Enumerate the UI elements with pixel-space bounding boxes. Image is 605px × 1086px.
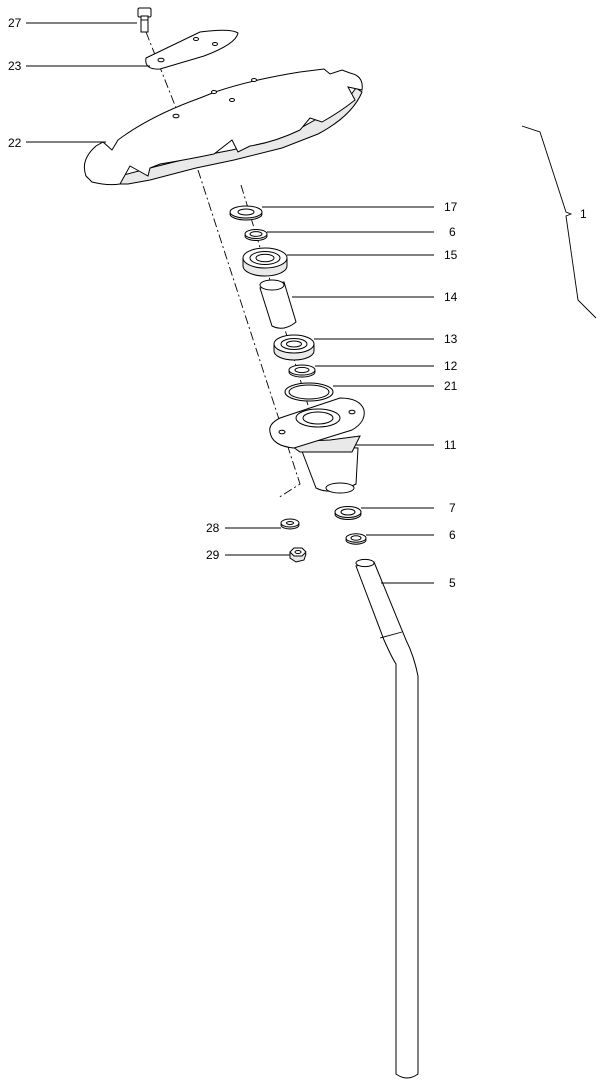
callout-11: 11 <box>444 438 457 452</box>
seal-part <box>229 205 263 221</box>
assembly-axis-upper <box>145 31 181 119</box>
sleeve-part <box>259 279 297 329</box>
callout-7: 7 <box>449 501 456 515</box>
spacer-ring-upper-part <box>244 229 268 241</box>
spacer-ring-part <box>288 364 316 378</box>
callout-17: 17 <box>444 200 458 214</box>
cover-plate-part <box>145 29 239 70</box>
callout-13: 13 <box>444 332 458 346</box>
callout-29: 29 <box>206 548 220 562</box>
callout-23: 23 <box>8 59 22 73</box>
callout-27: 27 <box>8 16 22 30</box>
callout-5: 5 <box>449 576 456 590</box>
bearing-lower-part <box>273 334 315 361</box>
callout-14: 14 <box>444 290 458 304</box>
bolt-part <box>137 7 152 33</box>
spacer-ring-lower-part <box>345 533 367 545</box>
bearing-upper-part <box>242 247 288 277</box>
callout-21: 21 <box>444 379 458 393</box>
assembly-brace <box>521 125 597 319</box>
callout-12: 12 <box>444 359 458 373</box>
callout-15: 15 <box>444 248 458 262</box>
nut-part <box>289 547 307 563</box>
callout-28: 28 <box>206 521 220 535</box>
callout-6-upper: 6 <box>449 225 456 239</box>
seal-lower-part <box>334 506 362 520</box>
notched-disc-part <box>83 68 363 186</box>
callout-6-lower: 6 <box>449 528 456 542</box>
o-ring-part <box>284 382 334 402</box>
callout-1: 1 <box>580 207 587 221</box>
callout-22: 22 <box>8 136 22 150</box>
hub-housing-part <box>269 397 365 494</box>
shaft-part <box>355 558 419 1079</box>
assembly-axis-main <box>197 169 301 499</box>
washer-part <box>280 518 300 530</box>
